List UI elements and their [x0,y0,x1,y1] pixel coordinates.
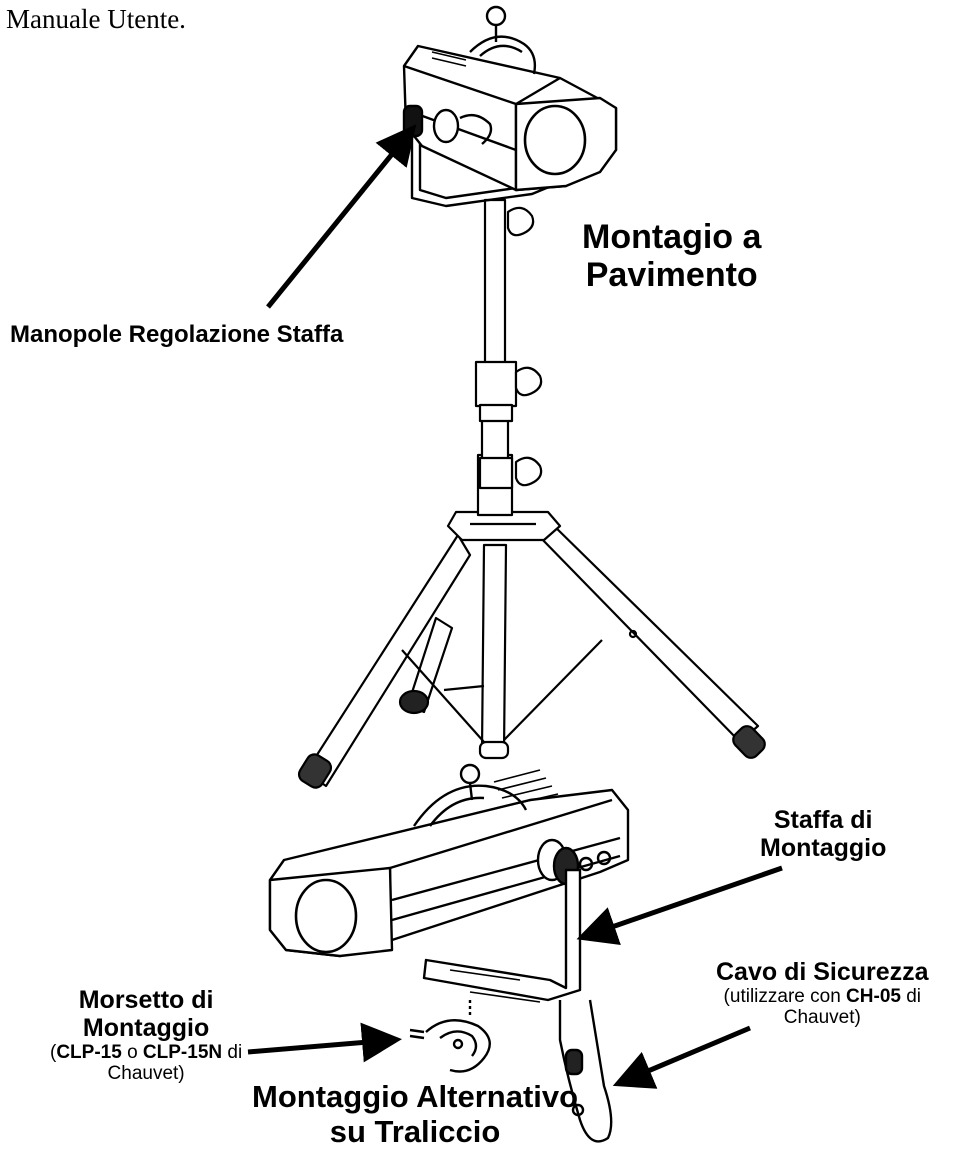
arrow-to-cable [612,1025,751,1089]
followspot-bottom [268,763,630,1143]
safety-cable-label: Cavo di Sicurezza (utilizzare con CH-05 … [716,958,929,1029]
tripod-stand [297,198,766,789]
arrow-to-bracket [576,865,783,946]
clamp-label: Morsetto di Montaggio (CLP-15 o CLP-15N … [50,986,243,1085]
knobs-label: Manopole Regolazione Staffa [10,321,344,348]
arrow-to-clamp [247,1022,402,1063]
truss-mount-label: Montaggio Alternativo su Traliccio [252,1079,579,1149]
followspot-top [402,5,618,208]
arrow-to-knob [266,124,417,309]
floor-mount-label: Montagio a Pavimento [582,218,762,295]
intro-text: Manuale Utente. [6,4,186,34]
callout-arrows [247,124,783,1089]
bracket-label: Staffa di Montaggio [760,806,887,862]
